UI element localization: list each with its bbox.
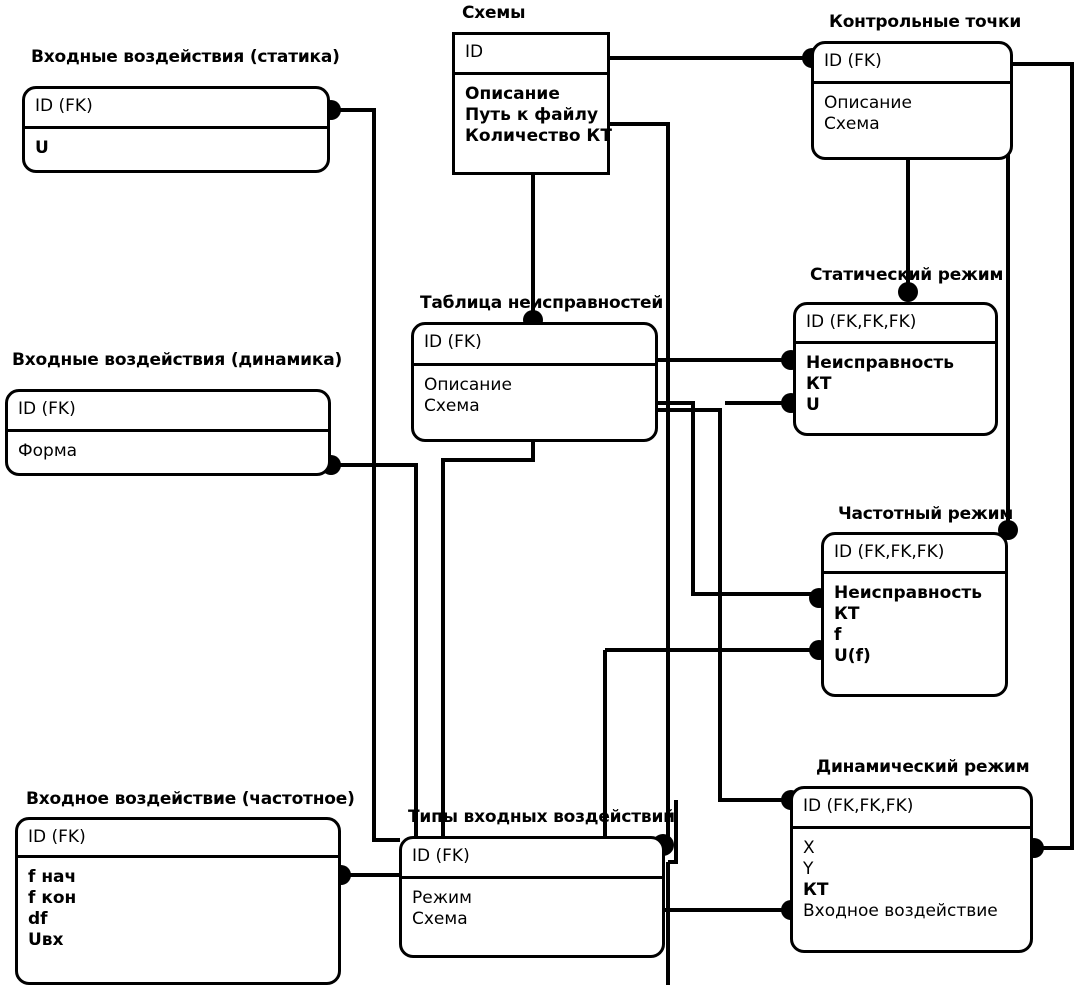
pk-area: ID <box>455 35 607 75</box>
field-pk: ID (FK,FK,FK) <box>834 542 945 562</box>
field-attr-1: f кон <box>28 888 77 908</box>
wire-fault-table-to-input-types <box>441 442 535 843</box>
attr-area: Описание Схема <box>414 366 655 425</box>
field-attr-2: f <box>834 625 842 645</box>
field-attr-2: df <box>28 909 48 929</box>
field-attr-2: КТ <box>803 880 829 900</box>
attr-area: X Y КТ Входное воздействие <box>793 829 1030 930</box>
field-attr-3: Uвх <box>28 930 64 950</box>
entity-dynamic-mode[interactable]: ID (FK,FK,FK) X Y КТ Входное воздействие <box>790 786 1033 953</box>
field-attr-1: Y <box>803 859 814 879</box>
field-attr-2: Количество КТ <box>465 126 612 146</box>
entity-title-inputs-dynamic: Входные воздействия (динамика) <box>12 350 343 370</box>
field-pk: ID (FK) <box>412 846 470 866</box>
entity-static-mode[interactable]: ID (FK,FK,FK) Неисправность КТ U <box>793 302 998 436</box>
pk-area: ID (FK) <box>414 325 655 366</box>
field-pk: ID <box>465 42 484 62</box>
attr-area: f нач f кон df Uвх <box>18 858 338 959</box>
field-attr-0: Описание <box>824 93 912 113</box>
dot-static-mode-top <box>898 282 918 302</box>
entity-input-freq[interactable]: ID (FK) f нач f кон df Uвх <box>15 817 341 985</box>
entity-input-types[interactable]: ID (FK) Режим Схема <box>399 836 665 958</box>
field-pk: ID (FK) <box>424 332 482 352</box>
wire-inputs-static-to-input-types <box>330 108 400 842</box>
entity-title-fault-table: Таблица неисправностей <box>420 293 664 313</box>
entity-schemes[interactable]: ID Описание Путь к файлу Количество КТ <box>452 32 612 175</box>
field-attr-3: Входное воздействие <box>803 901 998 921</box>
attr-area: Неисправность КТ U <box>796 344 995 424</box>
field-attr-0: Неисправность <box>806 353 954 373</box>
field-attr-1: Схема <box>824 114 880 134</box>
entity-inputs-dynamic[interactable]: ID (FK) Форма <box>5 389 331 476</box>
attr-area: Описание Путь к файлу Количество КТ <box>455 75 612 155</box>
wire-fault-table-to-dynamic-mode <box>658 408 790 802</box>
entity-title-freq-mode: Частотный режим <box>838 504 1014 524</box>
field-pk: ID (FK) <box>28 827 86 847</box>
field-attr-1: КТ <box>834 604 860 624</box>
field-pk: ID (FK,FK,FK) <box>806 312 917 332</box>
wire-schemes-to-input-types <box>610 122 670 843</box>
pk-area: ID (FK,FK,FK) <box>796 305 995 344</box>
entity-title-input-freq: Входное воздействие (частотное) <box>26 789 355 809</box>
attr-area: U <box>25 129 327 167</box>
field-pk: ID (FK) <box>824 51 882 71</box>
field-attr-0: X <box>803 838 815 858</box>
entity-inputs-static[interactable]: ID (FK) U <box>22 86 330 173</box>
entity-control-points[interactable]: ID (FK) Описание Схема <box>811 41 1013 160</box>
field-attr-2: U <box>806 395 820 415</box>
entity-freq-mode[interactable]: ID (FK,FK,FK) Неисправность КТ f U(f) <box>821 532 1008 697</box>
field-attr-1: Путь к файлу <box>465 105 599 125</box>
field-attr: Форма <box>18 441 78 461</box>
field-pk: ID (FK,FK,FK) <box>803 796 914 816</box>
entity-title-input-types: Типы входных воздействий <box>408 807 675 827</box>
field-attr: U <box>35 138 49 158</box>
pk-area: ID (FK) <box>18 820 338 858</box>
field-attr-0: Режим <box>412 888 472 908</box>
field-attr-0: Описание <box>465 84 560 104</box>
attr-area: Описание Схема <box>814 84 1010 143</box>
field-attr-0: Описание <box>424 375 512 395</box>
field-attr-0: Неисправность <box>834 583 982 603</box>
attr-area: Неисправность КТ f U(f) <box>824 574 1005 675</box>
field-attr-1: КТ <box>806 374 832 394</box>
pk-area: ID (FK) <box>814 44 1010 84</box>
entity-title-schemes: Схемы <box>462 3 526 23</box>
entity-title-inputs-static: Входные воздействия (статика) <box>31 47 340 67</box>
field-attr-0: f нач <box>28 867 77 887</box>
field-pk: ID (FK) <box>35 96 93 116</box>
entity-fault-table[interactable]: ID (FK) Описание Схема <box>411 322 658 442</box>
pk-area: ID (FK) <box>25 89 327 129</box>
attr-area: Форма <box>8 432 328 470</box>
entity-title-dynamic-mode: Динамический режим <box>816 757 1030 777</box>
pk-area: ID (FK,FK,FK) <box>793 789 1030 829</box>
wire-inputs-dynamic-to-input-types <box>330 463 418 877</box>
field-attr-3: U(f) <box>834 646 871 666</box>
pk-area: ID (FK,FK,FK) <box>824 535 1005 574</box>
field-attr-1: Схема <box>412 909 468 929</box>
attr-area: Режим Схема <box>402 879 662 938</box>
entity-title-static-mode: Статический режим <box>810 265 1004 285</box>
field-pk: ID (FK) <box>18 399 76 419</box>
wire-control-points-to-dynamic-mode <box>1013 62 1074 850</box>
pk-area: ID (FK) <box>402 839 662 879</box>
field-attr-1: Схема <box>424 396 480 416</box>
wire-fault-table-to-freq-mode <box>658 401 818 596</box>
pk-area: ID (FK) <box>8 392 328 432</box>
entity-title-control-points: Контрольные точки <box>829 12 1022 32</box>
